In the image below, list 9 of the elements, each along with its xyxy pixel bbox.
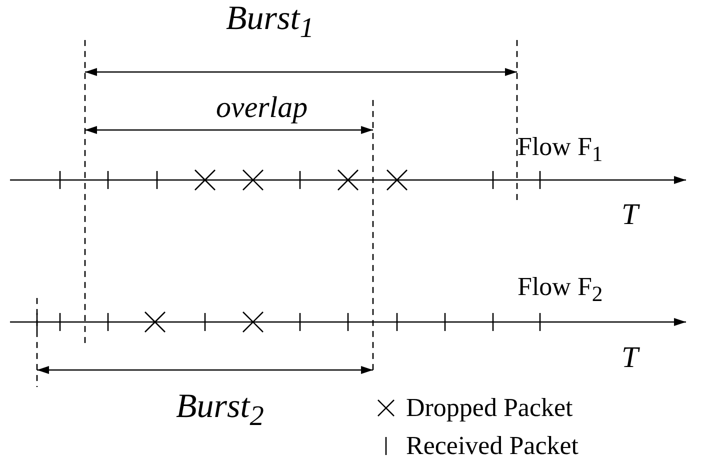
legend-label: Received Packet xyxy=(406,433,579,459)
flow-label: Flow F$_{2}$ xyxy=(518,274,603,306)
axis-label: T xyxy=(622,343,638,373)
flow-label: Flow F$_{1}$ xyxy=(518,134,603,166)
dimension-label: overlap xyxy=(216,93,308,123)
dimension-label: Burst$_{1}$ xyxy=(226,2,314,43)
dimension-label: Burst$_{2}$ xyxy=(176,390,264,431)
legend-label: Dropped Packet xyxy=(406,395,573,421)
axis-label: T xyxy=(622,200,638,230)
